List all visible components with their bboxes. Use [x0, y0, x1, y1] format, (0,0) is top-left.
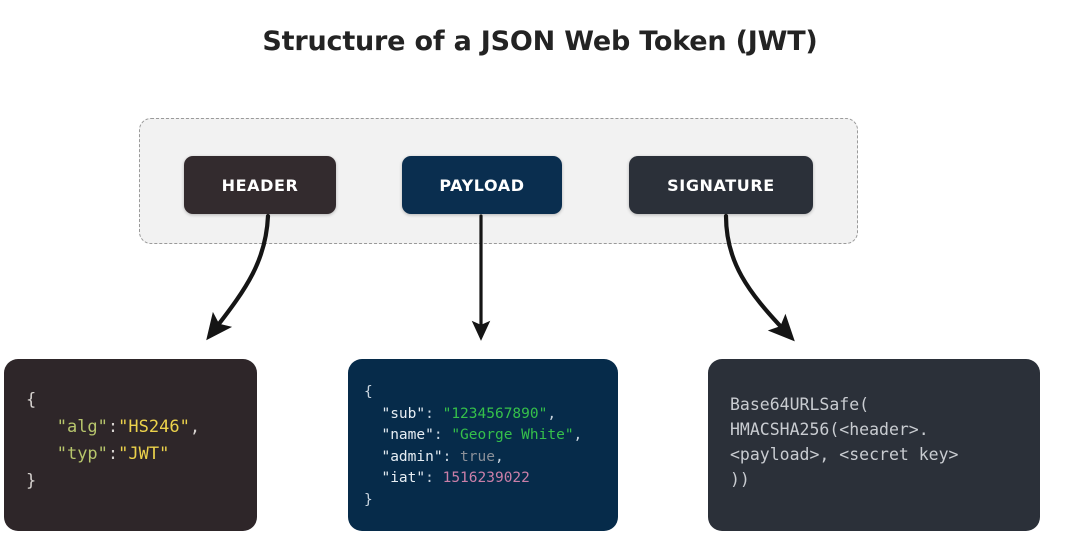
- header-brace-close: }: [26, 471, 37, 491]
- token-part-signature-badge[interactable]: SIGNATURE: [629, 156, 813, 214]
- payload-line3-colon: :: [442, 448, 461, 465]
- payload-line1-trail: ,: [547, 405, 557, 422]
- token-part-signature-label: SIGNATURE: [667, 175, 775, 195]
- header-line2-value: "JWT": [118, 444, 170, 464]
- header-code-box: { "alg":"HS246", "typ":"JWT" }: [4, 359, 257, 531]
- signature-line-2: HMACSHA256(<header>.: [730, 420, 929, 439]
- header-line1-key: "alg": [56, 417, 108, 437]
- header-line2-indent: [26, 444, 57, 464]
- payload-line4-value: 1516239022: [442, 470, 530, 486]
- payload-line2-trail: ,: [573, 427, 583, 443]
- payload-line3-trail: ,: [494, 448, 504, 465]
- payload-brace-open: {: [364, 384, 373, 400]
- payload-code-box: { "sub": "1234567890", "name": "George W…: [348, 359, 618, 531]
- payload-line3-key: "admin": [381, 448, 443, 465]
- payload-line1-value: "1234567890": [442, 405, 548, 422]
- header-line1-value: "HS246": [118, 417, 190, 437]
- payload-line4-key: "iat": [381, 470, 426, 486]
- token-part-header-badge[interactable]: HEADER: [184, 156, 336, 214]
- payload-line3-indent: [364, 449, 381, 465]
- payload-line4-colon: :: [425, 470, 443, 486]
- signature-code-box: Base64URLSafe( HMACSHA256(<header>. <pay…: [708, 359, 1040, 531]
- header-line2-colon: :: [107, 444, 119, 464]
- header-line1-trail: ,: [189, 417, 201, 437]
- payload-line1-indent: [364, 406, 381, 422]
- payload-line2-key: "name": [381, 427, 434, 443]
- signature-line-3: <payload>, <secret key>: [730, 445, 959, 464]
- payload-line4-indent: [364, 470, 381, 486]
- payload-line3-value: true: [460, 448, 495, 465]
- token-part-header-label: HEADER: [221, 175, 299, 195]
- payload-line1-colon: :: [425, 405, 443, 422]
- payload-line2-value: "George White": [451, 427, 574, 443]
- payload-line2-indent: [364, 427, 381, 443]
- payload-line2-colon: :: [433, 427, 452, 443]
- header-line2-key: "typ": [56, 444, 108, 464]
- token-part-payload-label: PAYLOAD: [439, 175, 525, 195]
- header-line1-colon: :: [107, 417, 119, 437]
- signature-line-1: Base64URLSafe(: [730, 395, 870, 414]
- signature-line-4: )): [730, 470, 750, 489]
- payload-line1-key: "sub": [381, 405, 426, 422]
- token-part-payload-badge[interactable]: PAYLOAD: [402, 156, 562, 214]
- header-line1-indent: [26, 417, 57, 437]
- header-brace-open: {: [26, 390, 37, 410]
- page-title: Structure of a JSON Web Token (JWT): [262, 26, 818, 57]
- payload-brace-close: }: [364, 491, 373, 508]
